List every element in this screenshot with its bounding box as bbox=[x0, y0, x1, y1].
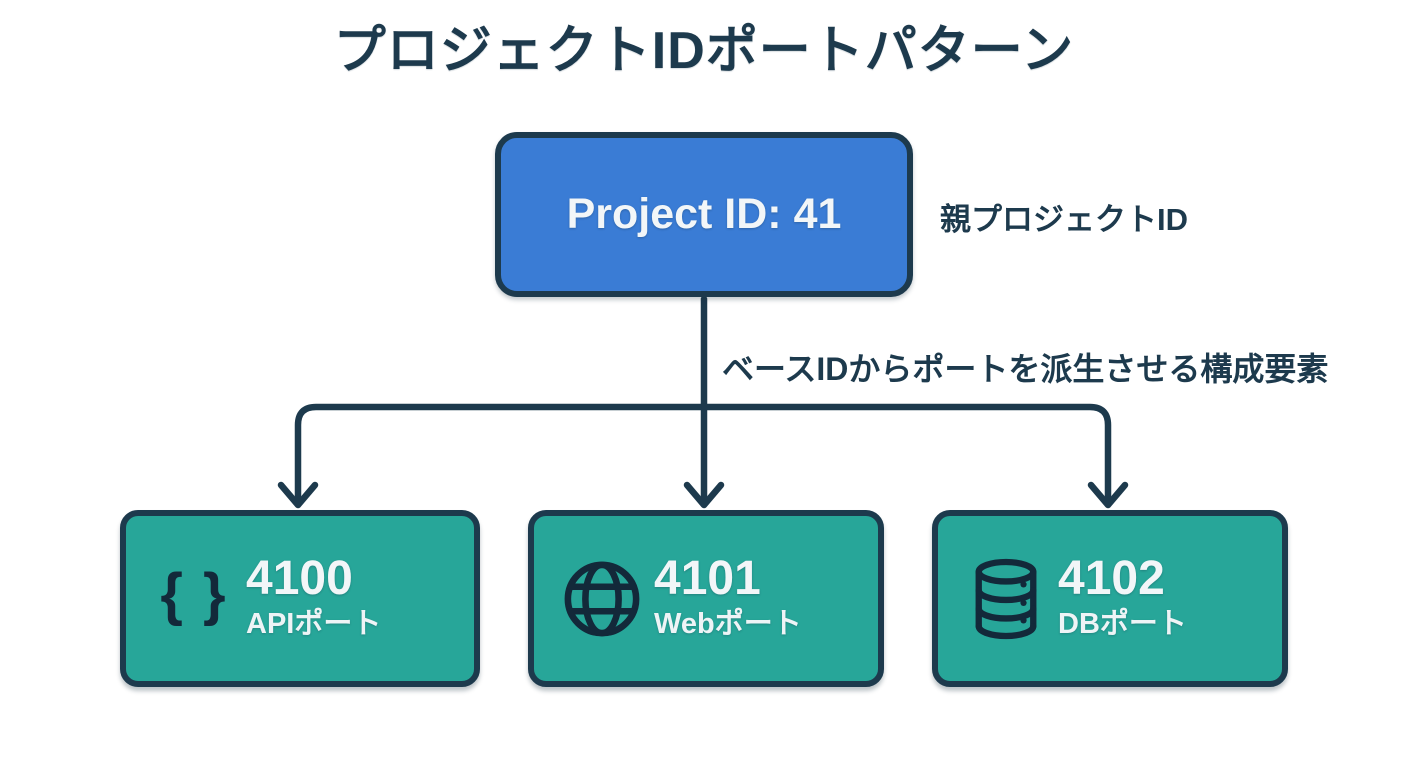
globe-icon bbox=[560, 549, 644, 649]
port-number: 4102 bbox=[1058, 552, 1165, 606]
parent-project-label: Project ID: 41 bbox=[566, 190, 842, 238]
arrowhead-left-icon bbox=[277, 481, 319, 509]
port-info: 4100 APIポート bbox=[246, 553, 381, 644]
port-number: 4100 bbox=[246, 552, 353, 606]
parent-project-box: Project ID: 41 bbox=[495, 132, 913, 297]
port-box-db: 4102 DBポート bbox=[932, 510, 1288, 687]
braces-icon: { } bbox=[160, 561, 228, 627]
diagram-title: プロジェクトIDポートパターン bbox=[333, 22, 1075, 80]
database-icon bbox=[964, 549, 1048, 649]
connector-left-branch bbox=[294, 403, 708, 504]
port-label: APIポート bbox=[246, 607, 382, 640]
parent-side-label: 親プロジェクトID bbox=[940, 202, 1188, 237]
port-number: 4101 bbox=[654, 552, 761, 606]
port-info: 4101 Webポート bbox=[654, 553, 802, 644]
port-label: Webポート bbox=[654, 607, 802, 640]
connector-annotation: ベースIDからポートを派生させる構成要素 bbox=[722, 351, 1329, 387]
port-info: 4102 DBポート bbox=[1058, 553, 1187, 644]
arrowhead-center-icon bbox=[683, 481, 725, 509]
port-box-api: { } 4100 APIポート bbox=[120, 510, 480, 687]
connector-right-branch bbox=[700, 403, 1112, 504]
port-label: DBポート bbox=[1058, 607, 1187, 640]
arrowhead-right-icon bbox=[1087, 481, 1129, 509]
port-box-web: 4101 Webポート bbox=[528, 510, 884, 687]
